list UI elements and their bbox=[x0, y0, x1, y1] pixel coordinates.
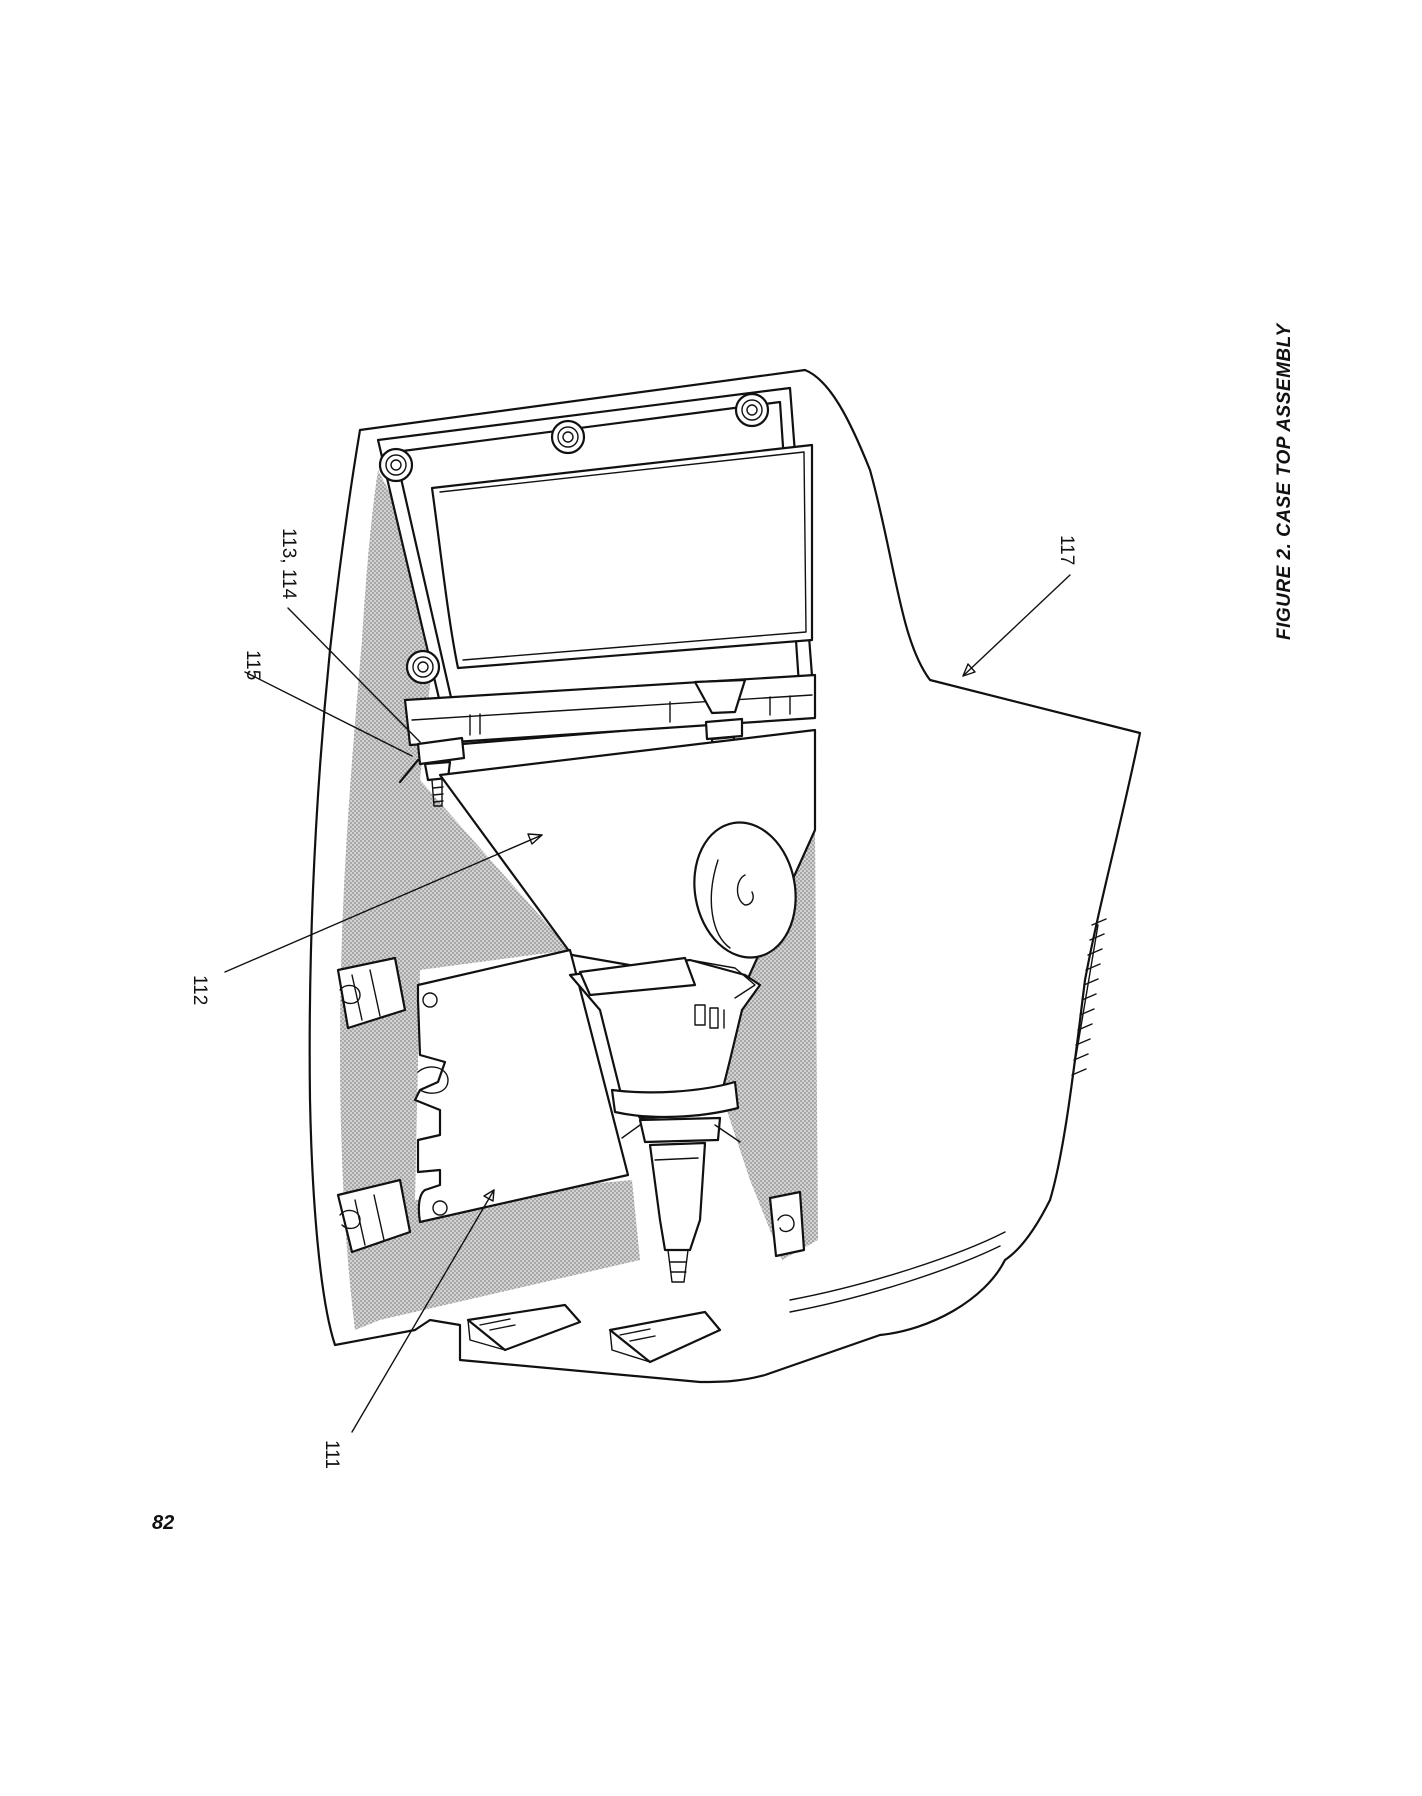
mounting-boss-2 bbox=[552, 421, 584, 453]
leader-117 bbox=[963, 575, 1070, 676]
callout-115: 115 bbox=[242, 650, 263, 680]
standoff-right bbox=[770, 1192, 804, 1256]
mounting-boss-3 bbox=[736, 394, 768, 426]
callout-112: 112 bbox=[189, 975, 210, 1005]
callout-111: 111 bbox=[321, 1440, 342, 1469]
mounting-boss-1 bbox=[380, 449, 412, 481]
display-frame bbox=[378, 388, 815, 745]
page-number: 82 bbox=[152, 1512, 174, 1535]
figure-caption: FIGURE 2. CASE TOP ASSEMBLY bbox=[1274, 322, 1295, 640]
callout-117: 117 bbox=[1056, 535, 1077, 565]
mounting-boss-4 bbox=[407, 651, 439, 683]
callout-113-114: 113, 114 bbox=[278, 528, 299, 600]
